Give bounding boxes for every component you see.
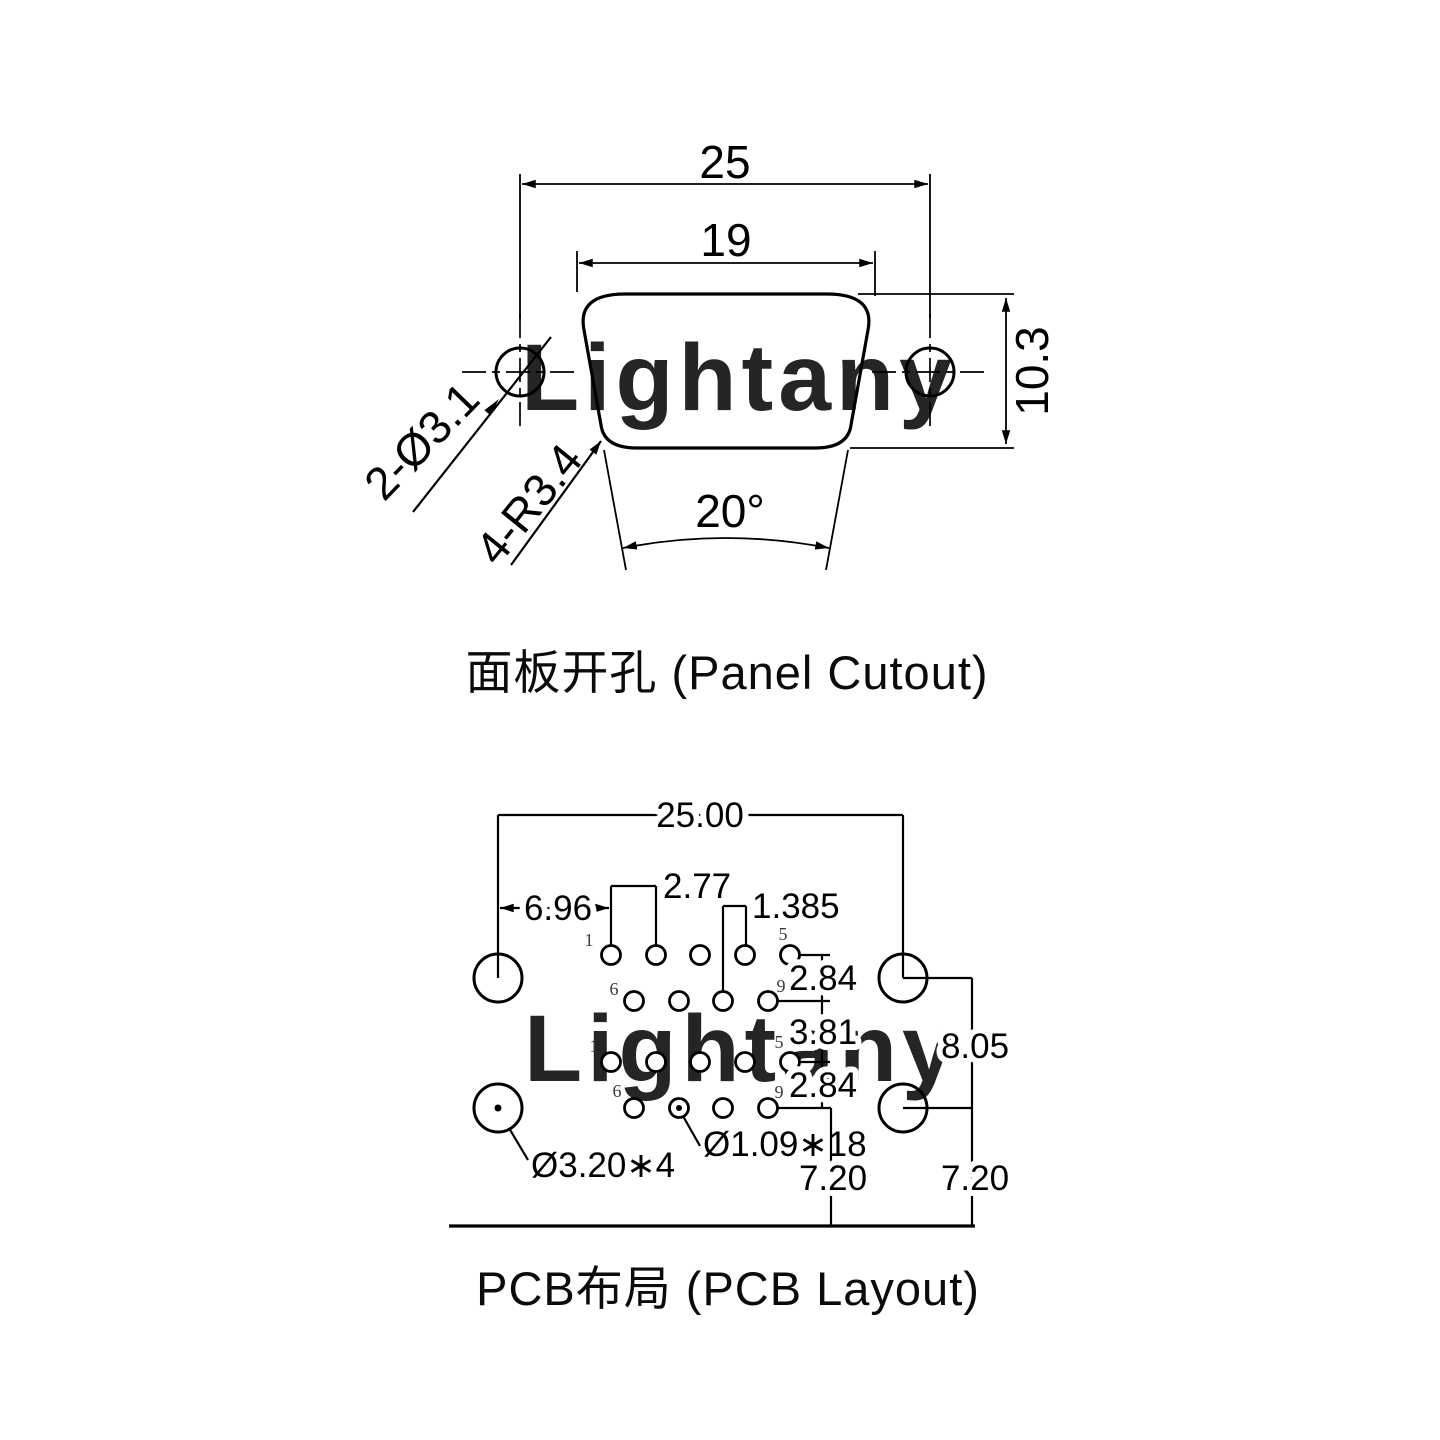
pin-hole: [689, 944, 711, 966]
pcb-layout-view: Lightany: [449, 790, 1015, 1315]
pcb-mount-hole-top-left: [472, 952, 524, 1004]
pin-hole: [734, 1051, 756, 1073]
pin-hole: [668, 990, 690, 1012]
pin-number: 6: [610, 979, 619, 999]
panel-cutout-shape: [581, 292, 871, 450]
dim-angle: 20°: [695, 485, 765, 537]
pcb-mount-hole-top-right: [877, 952, 929, 1004]
pin-hole: [600, 1051, 622, 1073]
pcb-mount-hole-bottom-right: [877, 1082, 929, 1134]
dim-mount-vertical: 8.05: [941, 1027, 1009, 1066]
pin-hole: [623, 1097, 645, 1119]
label-corner-radius: 4-R3.4: [465, 434, 592, 574]
pin-hole: [645, 1051, 667, 1073]
pin-hole: [779, 944, 801, 966]
ext-line: [825, 449, 849, 571]
dim-group-gap: 3.81: [789, 1013, 857, 1052]
dim-row-gap-bottom: 2.84: [789, 1066, 857, 1105]
pin-number: 9: [775, 1082, 784, 1102]
dim-edge-to-pin: 6.96: [524, 889, 592, 928]
leader-arrowhead: [484, 399, 499, 416]
dim-inner-width: 19: [700, 214, 751, 266]
dim-half-pitch: 1.385: [752, 887, 840, 926]
pcb-view-caption: PCB布局 (PCB Layout): [476, 1262, 980, 1315]
pin-hole: [779, 1051, 801, 1073]
dim-row-gap-top: 2.84: [789, 959, 857, 998]
panel-cutout-view: Lightany 25 19 10.3 20° 2-Ø3.1: [354, 136, 1058, 699]
hole-center-dot: [676, 1105, 682, 1111]
pin-hole: [623, 990, 645, 1012]
pin-number: 1: [585, 930, 594, 950]
pin-hole: [757, 990, 779, 1012]
pin-number: 5: [775, 1032, 784, 1052]
ext-line: [603, 449, 627, 571]
dim-arc: [622, 537, 830, 550]
pin-number: 5: [779, 924, 788, 944]
pin-hole: [689, 1051, 711, 1073]
panel-view-caption: 面板开孔 (Panel Cutout): [465, 646, 988, 699]
dim-mount-span: 25.00: [656, 796, 744, 835]
pcb-mount-hole-bottom-left: [472, 1082, 524, 1134]
pin-hole: [757, 1097, 779, 1119]
leader-line: [510, 440, 602, 566]
leader-line: [508, 1127, 529, 1161]
pin-number: 1: [590, 1036, 599, 1056]
hole-center-dot: [494, 1104, 502, 1112]
dim-mount-to-edge: 7.20: [941, 1159, 1009, 1198]
pin-hole: [712, 990, 734, 1012]
leader-line: [412, 336, 552, 513]
label-mount-hole-size: Ø3.20∗4: [531, 1146, 675, 1185]
watermark-text: Lightany: [524, 996, 960, 1102]
pin-number: 6: [613, 1081, 622, 1101]
dim-pin-pitch: 2.77: [663, 867, 731, 906]
dim-outer-width: 25: [699, 136, 750, 188]
leader-line: [682, 1115, 701, 1147]
pin-hole: [645, 944, 667, 966]
label-pin-hole-size: Ø1.09∗18: [703, 1125, 867, 1164]
dim-height: 10.3: [1006, 326, 1058, 416]
pin-number: 9: [777, 976, 786, 996]
pin-hole: [712, 1097, 734, 1119]
dim-pin-to-edge: 7.20: [799, 1159, 867, 1198]
pin-hole: [600, 944, 622, 966]
pin-hole: [734, 944, 756, 966]
